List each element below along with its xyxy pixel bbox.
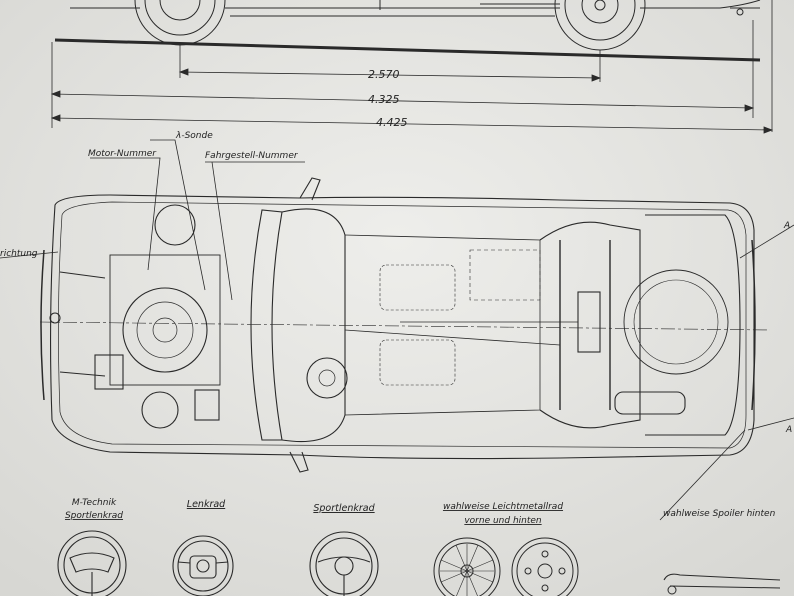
callout-right-bottom: A [785, 425, 792, 435]
dim-length-a: 4.325 [368, 93, 400, 106]
option-alloy-line2: vorne und hinten [464, 516, 542, 526]
rear-window [539, 221, 641, 429]
callout-right-top: A [783, 221, 790, 231]
option-alloy-line1: wahlweise Leichtmetallrad [443, 502, 563, 512]
ground-line [54, 38, 761, 62]
dim-line-length-b [51, 117, 773, 131]
trunk-lid [645, 214, 741, 436]
dim-line-wheelbase [179, 71, 601, 79]
center-line [39, 321, 771, 331]
option-sport-wheel: Sportlenkrad [313, 503, 375, 514]
dimension-lines [50, 68, 774, 134]
cabin-front [281, 208, 346, 443]
battery [94, 354, 124, 390]
alloy-wheel-rear-drawing [511, 537, 579, 596]
brake-booster [141, 391, 179, 429]
option-mtech-line1: M-Technik [72, 498, 117, 508]
fuel-tank [469, 249, 541, 301]
air-filter [154, 204, 196, 246]
rear-bumper [751, 239, 756, 411]
option-steering-wheel: Lenkrad [187, 499, 226, 510]
seat-left [379, 264, 456, 311]
sport-steering-wheel-drawing [309, 531, 379, 596]
side-body-line [70, 0, 761, 9]
leader-right-top [739, 224, 794, 259]
dim-length-b: 4.425 [376, 116, 408, 129]
rear-spoiler-drawing [663, 573, 781, 595]
callout-engine-number: Motor-Nummer [88, 149, 157, 159]
standard-steering-wheel-drawing [172, 535, 234, 596]
alloy-wheel-front-drawing [433, 537, 501, 596]
callout-direction-left: richtung [0, 249, 38, 259]
option-rear-spoiler: wahlweise Spoiler hinten [663, 509, 776, 519]
mtech-steering-wheel-drawing [57, 530, 127, 596]
side-view [51, 0, 773, 132]
leader-right-bottom [747, 417, 794, 431]
fluid-reservoir [194, 389, 220, 421]
cabin-floor [344, 234, 541, 416]
callout-leaders [0, 139, 794, 521]
leader-lambda-sensor [150, 139, 206, 291]
cabin-steering-wheel [306, 357, 348, 399]
leader-engine-number [90, 157, 161, 271]
front-emblem [49, 312, 61, 324]
option-mtech-line2: Sportlenkrad [65, 511, 123, 521]
top-view-car [39, 177, 771, 473]
spare-wheel [623, 269, 729, 375]
leader-rear-spoiler [659, 429, 746, 521]
leader-direction [0, 251, 59, 259]
leader-chassis-number [205, 161, 305, 301]
front-bumper [40, 249, 45, 401]
seat-right [379, 339, 456, 386]
mirror-left [299, 177, 321, 201]
callout-chassis-number: Fahrgestell-Nummer [205, 151, 299, 161]
mirror-right [289, 451, 309, 473]
body-inner-outline [58, 201, 747, 449]
engine-block [109, 254, 221, 386]
callout-lambda-sensor: λ-Sonde [175, 131, 213, 141]
dim-line-length-a [51, 93, 754, 109]
dim-wheelbase: 2.570 [368, 68, 400, 81]
exhaust-muffler [614, 391, 686, 415]
body-outline [50, 194, 755, 460]
engine-head [122, 287, 208, 373]
exhaust-pipe [344, 329, 561, 346]
